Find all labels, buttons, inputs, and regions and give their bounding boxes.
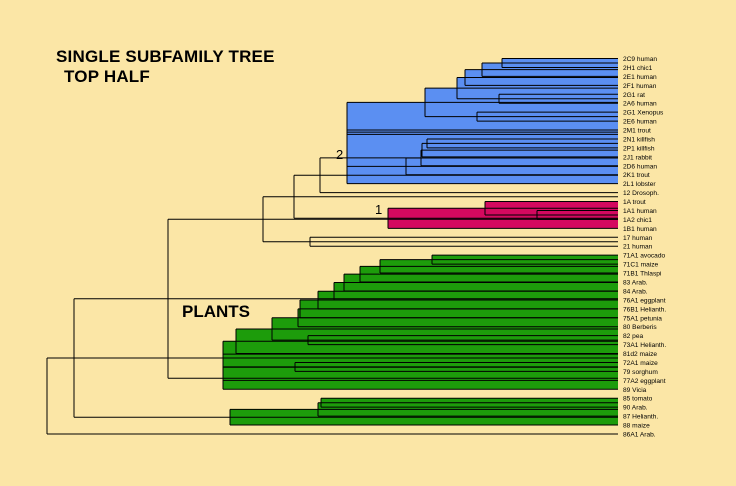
leaf-label: 71B1 Thlaspi — [623, 271, 662, 278]
leaf-label: 2N1 killfish — [623, 136, 655, 143]
leaf-label: 2A6 human — [623, 101, 657, 108]
leaf-label: 2C9 human — [623, 56, 657, 63]
leaf-label: 21 human — [623, 244, 653, 251]
node-label: 2 — [336, 147, 343, 162]
plants-outgroup-fill — [230, 398, 618, 426]
leaf-label: 88 maize — [623, 423, 650, 430]
leaf-label: 2G1 rat — [623, 92, 645, 99]
leaf-label: 2H1 chic1 — [623, 65, 653, 72]
leaf-label: 81d2 maize — [623, 351, 657, 358]
leaf-label: 17 human — [623, 235, 653, 242]
leaf-label: 2K1 trout — [623, 172, 650, 179]
leaf-label: 2L1 lobster — [623, 181, 656, 188]
leaf-label: 2J1 rabbit — [623, 154, 652, 161]
leaf-label: 76B1 Helianth. — [623, 306, 666, 313]
leaf-label: 12 Drosoph. — [623, 190, 659, 197]
leaf-label: 2G1 Xenopus — [623, 110, 664, 117]
leaf-label: 87 Helianth. — [623, 414, 658, 421]
leaf-label: 72A1 maize — [623, 360, 658, 367]
title-line-2: TOP HALF — [64, 67, 150, 86]
node-label: 1 — [375, 202, 382, 217]
leaf-label: 2E1 human — [623, 74, 657, 81]
leaf-label: 71A1 avocado — [623, 253, 665, 260]
leaf-label: 1A1 human — [623, 208, 657, 215]
plants-clade-fill — [223, 255, 618, 390]
leaf-label: 2D6 human — [623, 163, 657, 170]
plants-label: PLANTS — [182, 302, 250, 321]
leaf-label: 75A1 petunia — [623, 315, 662, 322]
leaf-label: 76A1 eggplant — [623, 297, 666, 304]
leaf-label: 1A trout — [623, 199, 646, 206]
leaf-label: 84 Arab. — [623, 288, 648, 295]
leaf-label: 2E6 human — [623, 119, 657, 126]
leaf-label: 83 Arab. — [623, 280, 648, 287]
leaf-label: 82 pea — [623, 333, 644, 340]
leaf-label: 79 sorghum — [623, 369, 658, 376]
leaf-label: 77A2 eggplant — [623, 378, 666, 385]
leaf-label: 2F1 human — [623, 83, 657, 90]
leaf-label: 73A1 Helianth. — [623, 342, 666, 349]
leaf-label: 80 Berberis — [623, 324, 657, 331]
leaf-label: 85 tomato — [623, 396, 653, 403]
leaf-label: 89 Vicia — [623, 387, 647, 394]
leaf-label: 90 Arab. — [623, 405, 648, 412]
leaf-label: 86A1 Arab. — [623, 431, 656, 438]
leaf-label: 2M1 trout — [623, 128, 651, 135]
title-line-1: SINGLE SUBFAMILY TREE — [56, 47, 275, 66]
leaf-label: 1A2 chic1 — [623, 217, 652, 224]
leaf-label: 1B1 human — [623, 226, 657, 233]
leaf-label: 2P1 killfish — [623, 145, 655, 152]
leaf-label: 71C1 maize — [623, 262, 659, 269]
